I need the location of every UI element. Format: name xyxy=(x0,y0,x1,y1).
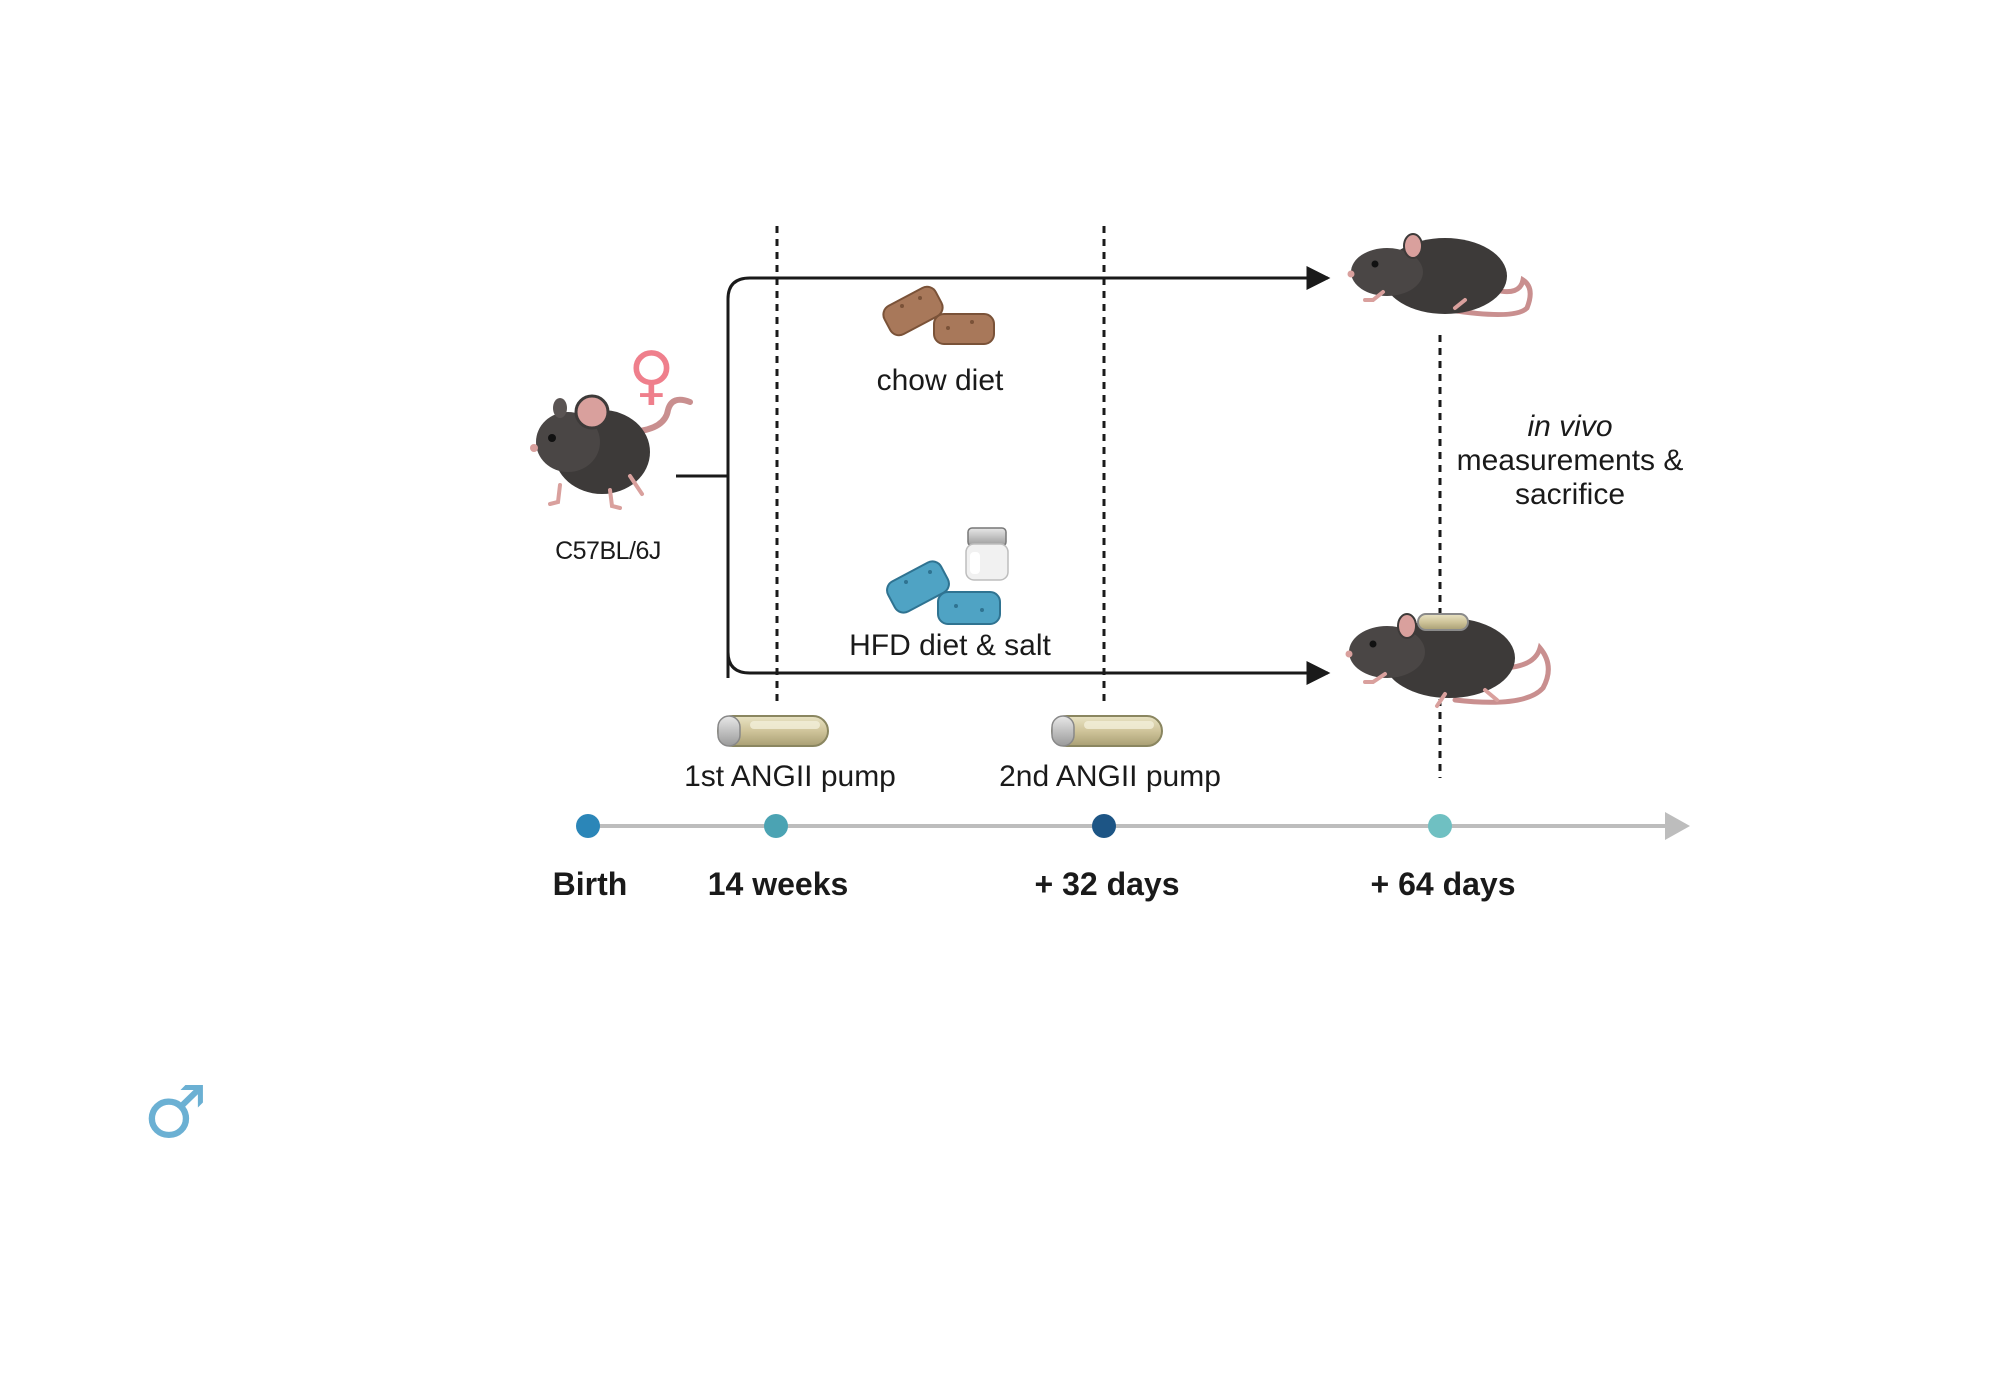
endpoint-rest: measurements & sacrifice xyxy=(1456,444,1684,511)
angii-pump-1-icon xyxy=(717,715,829,747)
hfd-arrow xyxy=(726,476,1331,685)
timeline-dot-birth xyxy=(576,814,600,838)
endpoint-label: in vivo measurements & sacrifice xyxy=(1445,410,1695,512)
first-pump-label: 1st ANGII pump xyxy=(684,760,896,793)
branch-lines xyxy=(676,266,1331,685)
salt-shaker-icon xyxy=(965,527,1009,581)
timeline-label-32-days: + 32 days xyxy=(1034,866,1180,902)
timeline-label-64-days: + 64 days xyxy=(1370,866,1516,902)
male-symbol-icon: ♂ xyxy=(143,1070,208,1154)
timeline-dot-64-days xyxy=(1428,814,1452,838)
hfd-diet-label: HFD diet & salt xyxy=(849,629,1051,662)
timeline-dot-32-days xyxy=(1092,814,1116,838)
angii-pump-2-icon xyxy=(1051,715,1163,747)
chow-arrow xyxy=(726,266,1331,678)
dashed-markers xyxy=(775,226,1442,778)
strain-label: C57BL/6J xyxy=(555,537,661,565)
mouse-hfd-group-icon xyxy=(1345,613,1551,708)
timeline-label-birth: Birth xyxy=(552,866,628,902)
timeline xyxy=(576,812,1690,840)
timeline-arrowhead xyxy=(1665,812,1690,840)
hfd-pellets-icon xyxy=(886,560,1001,625)
endpoint-italic: in vivo xyxy=(1527,410,1613,443)
mouse-chow-group-icon xyxy=(1347,233,1533,318)
timeline-dot-14-weeks xyxy=(764,814,788,838)
timeline-label-14-weeks: 14 weeks xyxy=(707,866,849,902)
chow-diet-label: chow diet xyxy=(876,364,1004,397)
second-pump-label: 2nd ANGII pump xyxy=(999,760,1221,793)
implanted-pump-icon xyxy=(1417,613,1469,631)
chow-pellets-icon xyxy=(882,285,995,345)
female-symbol-icon: ♀ xyxy=(628,339,675,413)
mouse-c57bl6j-icon xyxy=(530,394,693,510)
